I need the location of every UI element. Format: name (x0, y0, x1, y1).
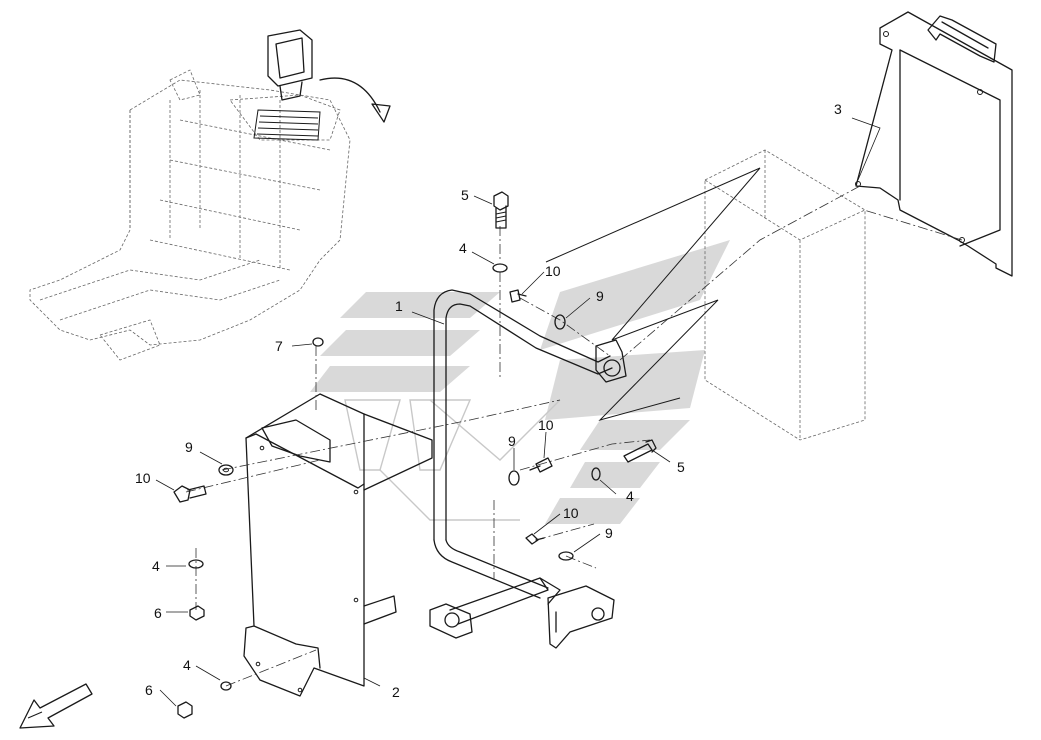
part-1-frame (429, 289, 627, 649)
callout-4-left: 4 (152, 558, 160, 574)
callout-9-top: 9 (596, 288, 604, 304)
callout-2: 2 (392, 684, 400, 700)
callout-5-right: 5 (677, 459, 685, 475)
callout-10-top: 10 (545, 263, 561, 279)
callout-7: 7 (275, 338, 283, 354)
direction-arrow-icon (19, 683, 93, 729)
assembly-centerlines (185, 167, 963, 687)
machine-overview (29, 29, 391, 361)
callout-10-lower: 10 (563, 505, 579, 521)
watermark-logo (310, 240, 730, 524)
part-3-cover (855, 11, 1013, 277)
callout-4-right: 4 (626, 488, 634, 504)
callout-9-centre: 9 (508, 433, 516, 449)
callout-5-top: 5 (461, 187, 469, 203)
part-2-panel (243, 393, 433, 697)
callout-10-centre: 10 (538, 417, 554, 433)
callout-9-lower: 9 (605, 525, 613, 541)
callout-10-left: 10 (135, 470, 151, 486)
leader-lines (155, 117, 881, 707)
callout-9-left: 9 (185, 439, 193, 455)
callout-6-bottom: 6 (145, 682, 153, 698)
callout-3: 3 (834, 101, 842, 117)
ghost-housing (704, 149, 866, 441)
callout-6-left: 6 (154, 605, 162, 621)
callout-4-bottom: 4 (183, 657, 191, 673)
callout-4-top: 4 (459, 240, 467, 256)
callout-1: 1 (395, 298, 403, 314)
hardware (173, 191, 657, 719)
callout-labels: 1 2 3 4 4 4 4 5 5 6 6 7 9 9 9 9 10 10 10… (135, 101, 842, 700)
